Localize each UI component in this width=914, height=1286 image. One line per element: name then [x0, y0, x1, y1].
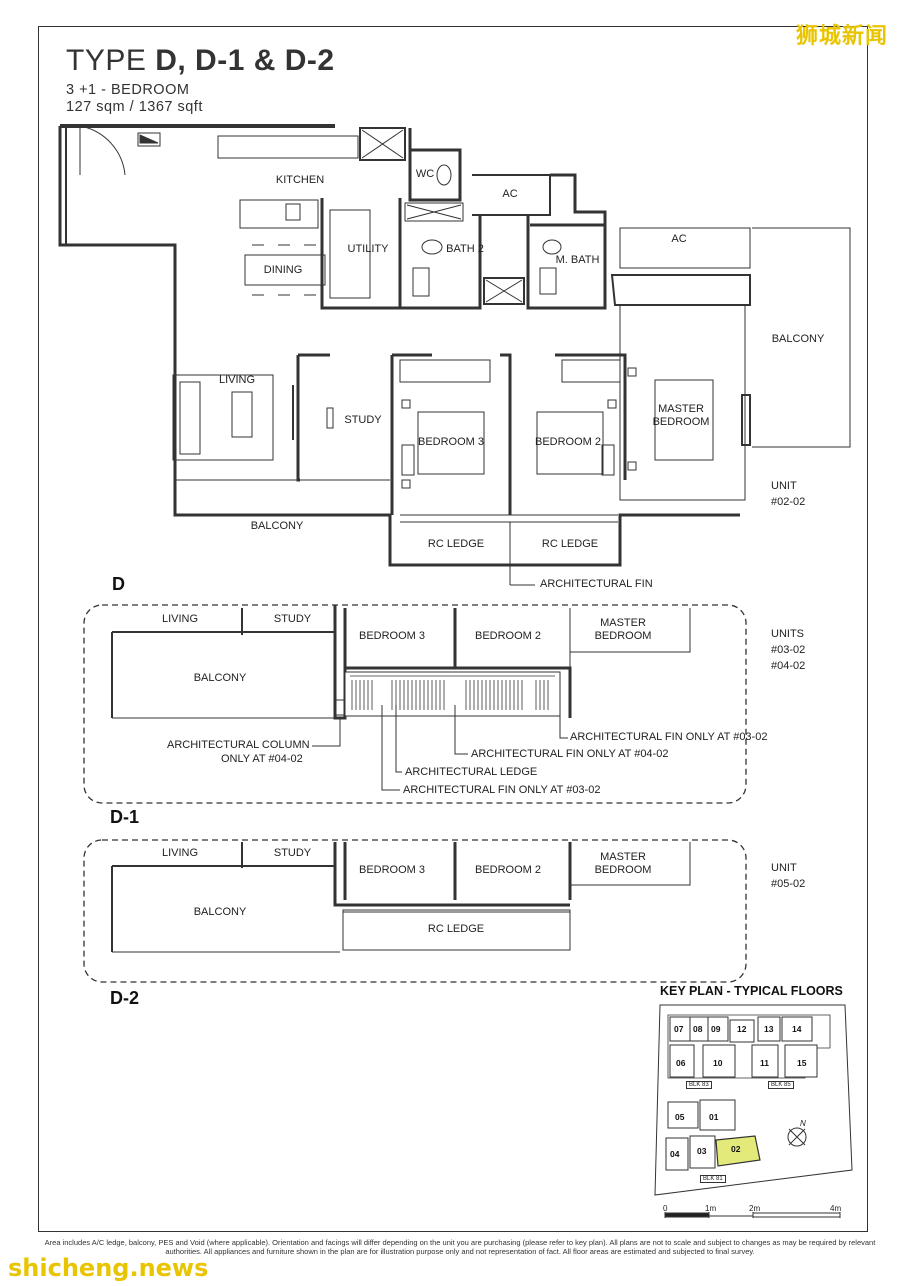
key-unit-05: 05 — [675, 1112, 685, 1122]
key-unit-12: 12 — [737, 1024, 747, 1034]
scale-label-2m: 2m — [749, 1204, 761, 1213]
disclaimer-text: Area includes A/C ledge, balcony, PES an… — [44, 1238, 876, 1256]
unit-label-d2: UNIT #05-02 — [771, 862, 806, 890]
d1-callout-column-line2: ONLY AT #04-02 — [221, 753, 303, 765]
page-frame — [38, 26, 868, 1232]
room-utility: UTILITY — [347, 243, 389, 255]
d1-room-balcony: BALCONY — [193, 672, 247, 684]
unit-label-d1: UNITS #03-02 #04-02 — [771, 628, 806, 672]
key-unit-14: 14 — [792, 1024, 802, 1034]
plan-tag-d: D — [112, 574, 125, 594]
room-bedroom-3: BEDROOM 3 — [417, 436, 484, 448]
key-unit-03: 03 — [697, 1146, 707, 1156]
key-unit-13: 13 — [764, 1024, 774, 1034]
d2-room-bedroom-3: BEDROOM 3 — [358, 864, 425, 876]
scale-label-1m: 1m — [705, 1204, 717, 1213]
room-bath-2: BATH 2 — [446, 243, 484, 255]
d2-room-bedroom-2: BEDROOM 2 — [474, 864, 541, 876]
key-plan-title: KEY PLAN - TYPICAL FLOORS — [660, 984, 843, 998]
room-bedroom-2: BEDROOM 2 — [534, 436, 601, 448]
unit-area: 127 sqm / 1367 sqft — [66, 99, 203, 115]
d2-room-rc-ledge: RC LEDGE — [427, 923, 485, 935]
d1-callout-fin-0302-top: ARCHITECTURAL FIN ONLY AT #03-02 — [570, 731, 768, 743]
key-unit-06: 06 — [676, 1058, 686, 1068]
d1-room-study: STUDY — [273, 613, 312, 625]
room-kitchen: KITCHEN — [275, 174, 325, 186]
unit-label-d: UNIT #02-02 — [771, 480, 806, 508]
key-block-81: BLK 81 — [700, 1175, 726, 1183]
scale-label-0: 0 — [663, 1204, 668, 1213]
key-unit-09: 09 — [711, 1024, 721, 1034]
key-unit-04: 04 — [670, 1149, 680, 1159]
room-living: LIVING — [218, 374, 256, 386]
key-unit-01: 01 — [709, 1112, 719, 1122]
key-unit-07: 07 — [674, 1024, 684, 1034]
room-ac-top: AC — [502, 188, 518, 200]
d2-room-living: LIVING — [161, 847, 199, 859]
room-wc: WC — [415, 168, 435, 180]
plan-tag-d1: D-1 — [110, 807, 140, 827]
room-master-bedroom: MASTER BEDROOM — [652, 403, 710, 428]
north-arrow-icon: N — [800, 1119, 806, 1128]
key-block-85: BLK 85 — [768, 1081, 794, 1089]
watermark-bottom: shicheng.news — [8, 1254, 209, 1282]
scale-label-4m: 4m — [830, 1204, 842, 1213]
room-rc-ledge-2: RC LEDGE — [541, 538, 599, 550]
key-unit-15: 15 — [797, 1058, 807, 1068]
watermark-top: 狮城新闻 — [796, 24, 889, 49]
d2-room-master-bedroom: MASTER BEDROOM — [594, 851, 652, 876]
d1-room-master-bedroom: MASTER BEDROOM — [594, 617, 652, 642]
room-balcony: BALCONY — [250, 520, 304, 532]
d2-room-balcony: BALCONY — [193, 906, 247, 918]
architectural-fin-callout: ARCHITECTURAL FIN — [540, 578, 653, 590]
d1-room-living: LIVING — [161, 613, 199, 625]
room-study: STUDY — [344, 414, 382, 426]
key-block-83: BLK 83 — [686, 1081, 712, 1089]
d1-room-bedroom-2: BEDROOM 2 — [474, 630, 541, 642]
d1-callout-ledge: ARCHITECTURAL LEDGE — [405, 766, 538, 778]
key-unit-08: 08 — [693, 1024, 703, 1034]
bedroom-count: 3 +1 - BEDROOM — [66, 82, 190, 98]
room-ac-right: AC — [671, 233, 687, 245]
room-balcony-right: BALCONY — [771, 333, 825, 345]
key-unit-10: 10 — [713, 1058, 723, 1068]
key-unit-02-highlighted: 02 — [731, 1144, 741, 1154]
d2-room-study: STUDY — [273, 847, 312, 859]
plan-tag-d2: D-2 — [110, 988, 140, 1008]
key-unit-11: 11 — [760, 1058, 769, 1068]
d1-callout-fin-0302-bottom: ARCHITECTURAL FIN ONLY AT #03-02 — [403, 784, 601, 796]
d1-callout-fin-0402: ARCHITECTURAL FIN ONLY AT #04-02 — [471, 748, 669, 760]
d1-room-bedroom-3: BEDROOM 3 — [358, 630, 425, 642]
page-title: TYPE D, D-1 & D-2 — [66, 44, 335, 77]
room-dining: DINING — [263, 264, 303, 276]
room-rc-ledge-1: RC LEDGE — [427, 538, 485, 550]
d1-callout-column-line1: ARCHITECTURAL COLUMN — [167, 739, 310, 751]
room-master-bath: M. BATH — [555, 254, 600, 266]
